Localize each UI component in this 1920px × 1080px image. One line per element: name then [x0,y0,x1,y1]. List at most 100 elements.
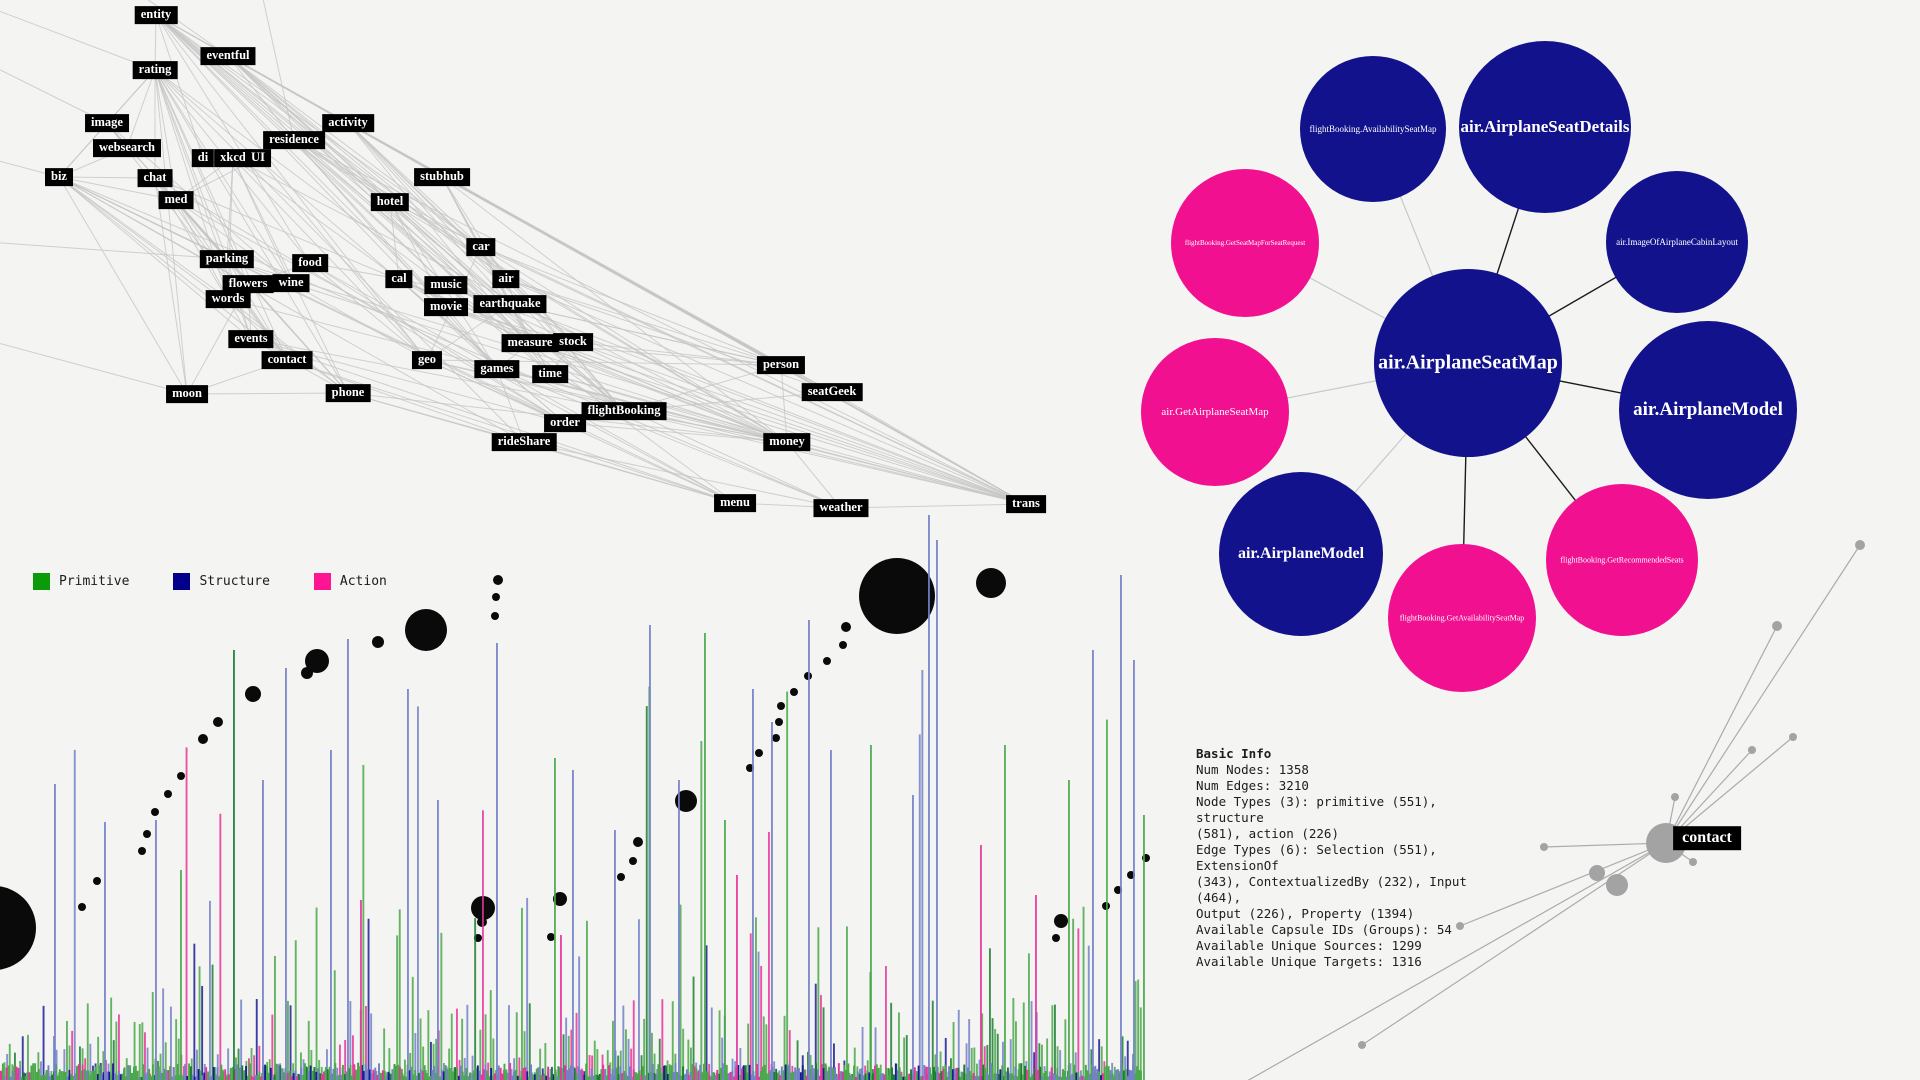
network-node-games[interactable]: games [474,360,520,378]
contact-spoke-node[interactable] [1456,922,1464,930]
bubble-label: flightBooking.AvailabilitySeatMap [1309,124,1437,134]
network-node-earthquake[interactable]: earthquake [473,295,547,313]
network-node-measure[interactable]: measure [501,334,559,352]
network-node-money[interactable]: money [763,433,811,451]
network-node-websearch[interactable]: websearch [92,139,162,157]
bubble-flightBooking.AvailabilitySeatMap[interactable] [1300,56,1446,202]
network-node-events[interactable]: events [228,330,274,348]
network-node-eventful[interactable]: eventful [200,47,256,65]
basic-info-line: (581), action (226) [1196,826,1339,841]
network-node-flowers[interactable]: flowers [222,275,274,293]
scatter-dot [164,790,172,798]
network-node-music[interactable]: music [424,276,468,294]
contact-spoke-node[interactable] [1671,793,1679,801]
contact-spoke-node[interactable] [1855,540,1865,550]
basic-info-line: Available Unique Sources: 1299 [1196,938,1422,953]
legend-item-structure[interactable]: Structure [173,573,270,590]
network-node-time[interactable]: time [532,365,568,383]
scatter-dot [491,612,499,620]
basic-info-line: Output (226), Property (1394) [1196,906,1415,921]
contact-node-label[interactable]: contact [1673,826,1741,850]
bubble-flightBooking.GetRecommendedSeats[interactable] [1546,484,1698,636]
contact-spoke-node[interactable] [1748,746,1756,754]
network-node-stock[interactable]: stock [553,333,593,351]
bubble-label: air.AirplaneSeatMap [1378,351,1558,374]
network-node-air[interactable]: air [492,270,520,288]
contact-mid-node[interactable] [1589,865,1605,881]
scatter-dot [1052,934,1060,942]
bubble-air.GetAirplaneSeatMap[interactable] [1141,338,1289,486]
scatter-dot [0,886,36,970]
network-node-xkcd[interactable]: xkcd [214,149,252,167]
histogram-bars [0,515,1145,1080]
contact-mid-node[interactable] [1606,874,1628,896]
network-node-cal[interactable]: cal [385,270,413,288]
network-node-rideShare[interactable]: rideShare [491,433,557,451]
network-node-car[interactable]: car [466,238,496,256]
legend-label-primitive: Primitive [59,574,130,589]
network-node-stubhub[interactable]: stubhub [414,168,470,186]
bubble-center-air.AirplaneSeatMap[interactable] [1374,269,1562,457]
contact-spoke-node[interactable] [1358,1041,1366,1049]
network-node-moon[interactable]: moon [166,385,208,403]
scatter-dot [405,609,447,651]
network-node-menu[interactable]: menu [714,494,756,512]
bubble-label: flightBooking.GetAvailabilitySeatMap [1399,613,1525,623]
network-node-residence[interactable]: residence [263,131,325,149]
scatter-dot [177,772,185,780]
network-node-di[interactable]: di [191,149,215,167]
contact-spoke-node[interactable] [1789,733,1797,741]
network-node-person[interactable]: person [756,356,806,374]
bubble-flightBooking.GetAvailabilitySeatMap[interactable] [1388,544,1536,692]
bubble-label: air.AirplaneModel [1633,399,1783,420]
legend-item-action[interactable]: Action [313,573,387,590]
network-node-chat[interactable]: chat [137,169,173,187]
network-node-flightBooking[interactable]: flightBooking [581,402,667,420]
scatter-dot [143,830,151,838]
network-node-contact[interactable]: contact [261,351,313,369]
bubble-label: flightBooking.GetRecommendedSeats [1560,555,1684,565]
network-node-activity[interactable]: activity [322,114,374,132]
contact-spoke-node[interactable] [1689,858,1697,866]
chart-legend: Primitive Structure Action [33,573,387,590]
network-node-words[interactable]: words [205,290,251,308]
network-node-med[interactable]: med [158,191,194,209]
network-node-entity[interactable]: entity [134,6,178,24]
network-node-image[interactable]: image [85,114,129,132]
network-node-UI[interactable]: UI [245,149,271,167]
scatter-dot [245,686,261,702]
contact-spoke-node[interactable] [1540,843,1548,851]
basic-info-title: Basic Info [1196,746,1272,761]
scatter-dot [493,575,503,585]
network-node-order[interactable]: order [544,414,586,432]
network-node-phone[interactable]: phone [325,384,371,402]
scatter-dot [775,718,783,726]
network-node-movie[interactable]: movie [424,298,468,316]
bubble-air.AirplaneModel[interactable] [1619,321,1797,499]
network-node-trans[interactable]: trans [1006,495,1046,513]
bubble-air.ImageOfAirplaneCabinLayout[interactable] [1606,171,1748,313]
legend-swatch-primitive [33,573,50,590]
network-node-parking[interactable]: parking [199,250,255,268]
bubble-label: air.AirplaneSeatDetails [1460,117,1630,136]
network-node-food[interactable]: food [292,254,328,272]
scatter-dot [213,717,223,727]
network-node-geo[interactable]: geo [411,351,443,369]
network-node-weather[interactable]: weather [813,499,869,517]
network-node-seatGeek[interactable]: seatGeek [801,383,863,401]
network-node-hotel[interactable]: hotel [370,193,410,211]
contact-spoke-node[interactable] [1772,621,1782,631]
legend-item-primitive[interactable]: Primitive [33,573,129,590]
bubble-air.AirplaneSeatDetails[interactable] [1459,41,1631,213]
scatter-dot [777,702,785,710]
scatter-dot [547,933,555,941]
network-node-rating[interactable]: rating [132,61,178,79]
bubble-air.AirplaneModel[interactable] [1219,472,1383,636]
network-node-biz[interactable]: biz [45,168,73,186]
bubble-flightBooking.GetSeatMapForSeatRequest[interactable] [1171,169,1319,317]
bubble-label: flightBooking.GetSeatMapForSeatRequest [1184,239,1306,247]
network-node-wine[interactable]: wine [272,274,310,292]
scatter-dot [372,636,384,648]
